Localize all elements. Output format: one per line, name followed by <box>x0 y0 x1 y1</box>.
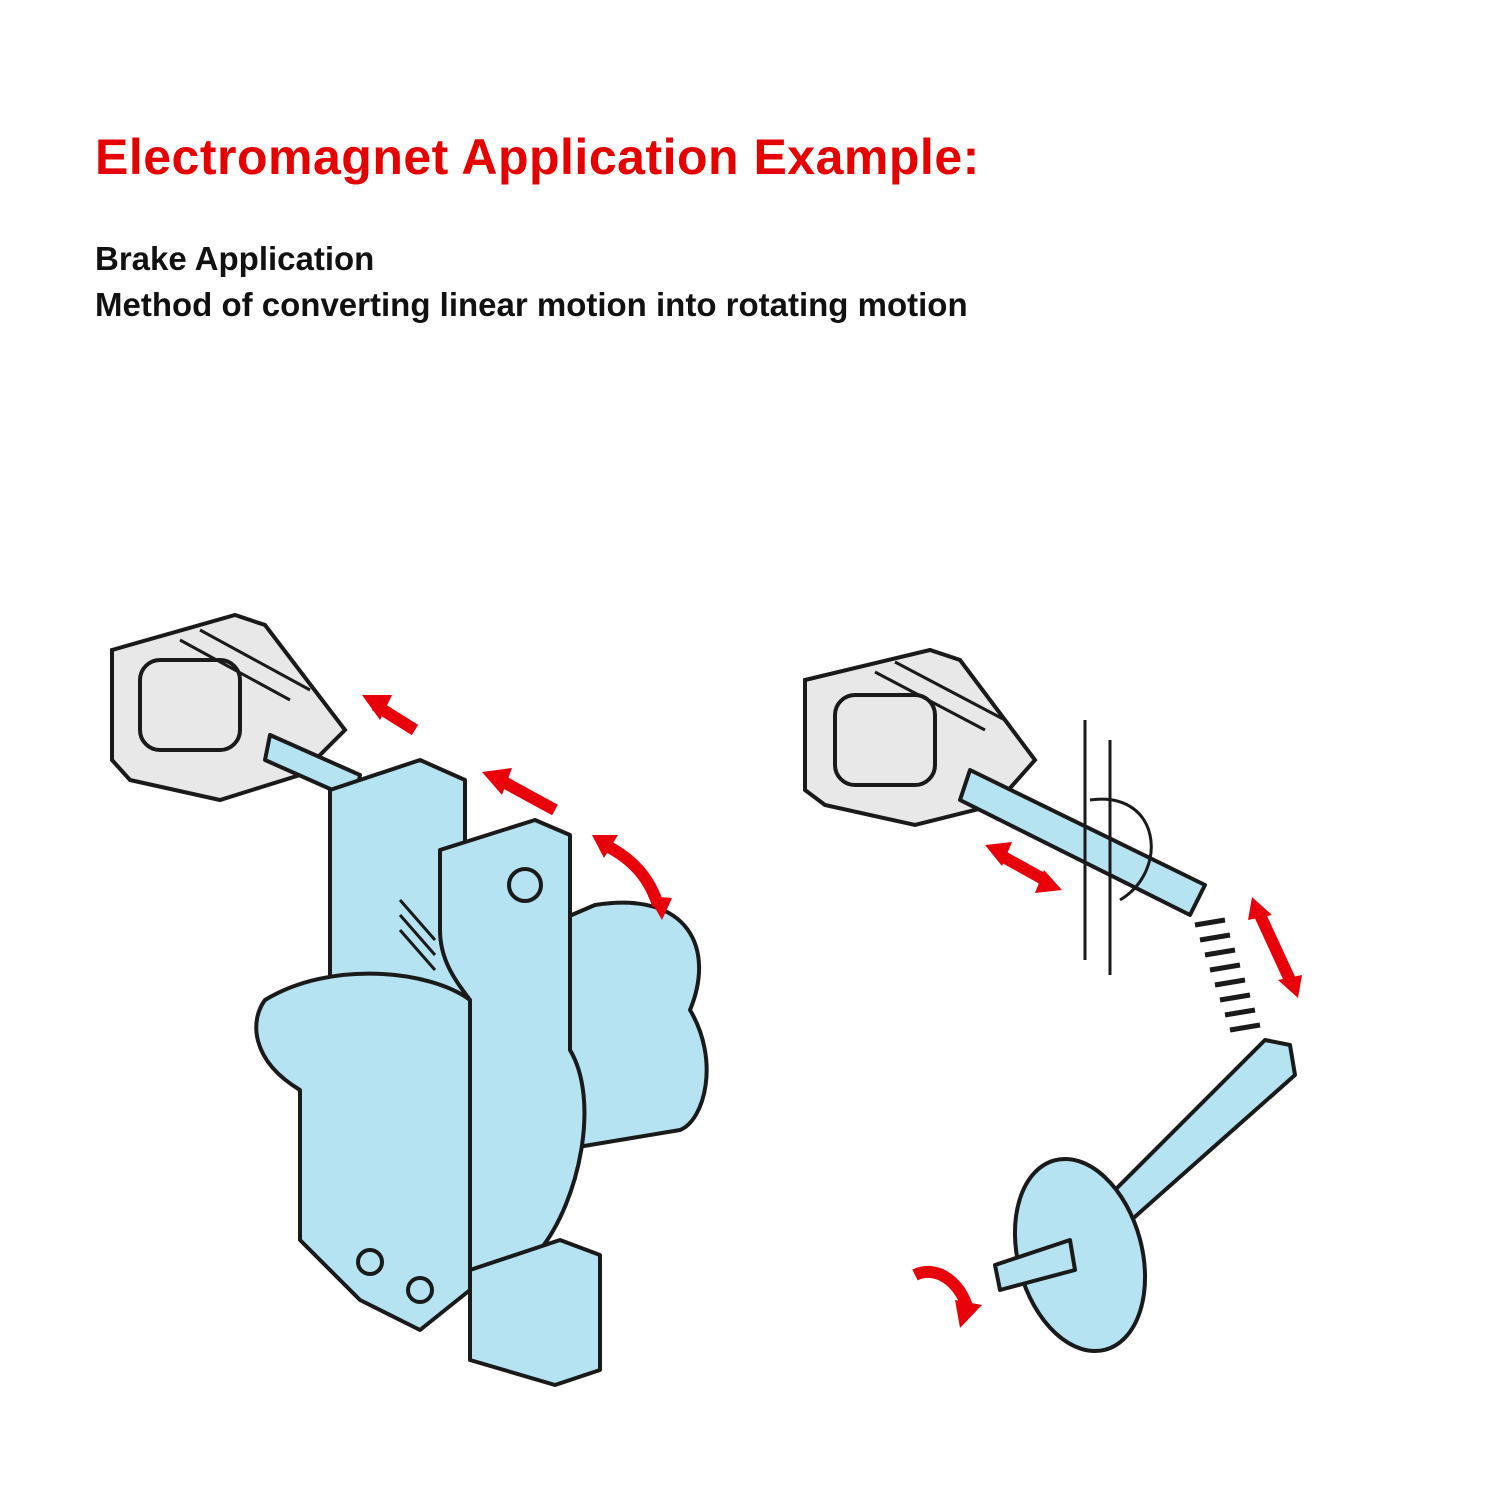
rod-right <box>958 768 1207 917</box>
base-block <box>468 1238 602 1387</box>
page-title: Electromagnet Application Example: <box>95 129 980 185</box>
spring-right <box>1194 917 1261 1033</box>
motion-arrows-left <box>362 695 672 920</box>
spring-left <box>398 899 437 971</box>
crank-arm <box>1093 1038 1297 1232</box>
guide-frame <box>1083 720 1153 975</box>
shaft <box>993 1238 1077 1292</box>
brake-application-diagram <box>110 612 709 1387</box>
subtitle-brake-application: Brake Application <box>95 240 375 277</box>
motion-arrows-right <box>912 842 1302 1328</box>
brake-shoe <box>254 971 472 1332</box>
pivot-pin <box>507 867 543 903</box>
linear-to-rotary-diagram <box>803 647 1302 1354</box>
brake-arm <box>438 818 587 1282</box>
subtitle-method: Method of converting linear motion into … <box>95 286 968 323</box>
